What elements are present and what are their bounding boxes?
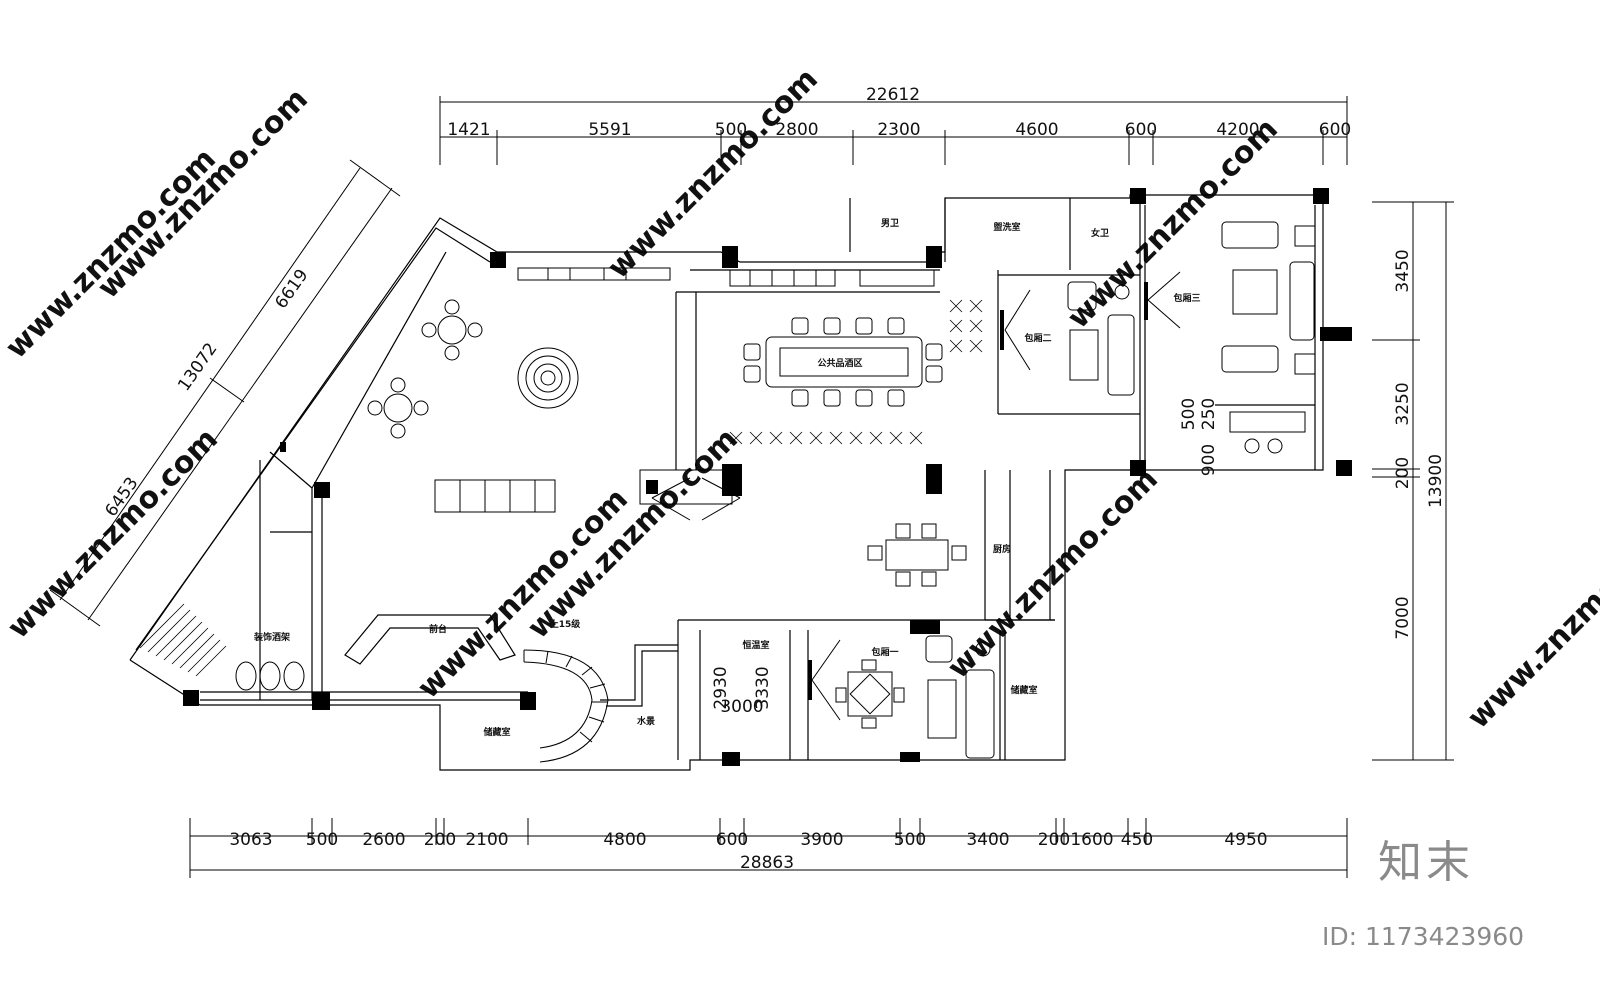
room-label-constant-temp-room: 恒温室 [742,639,769,651]
dim-bottom-label: 3063 [229,830,272,850]
dim-bottom-label: 4950 [1224,830,1267,850]
door-leaves [808,282,1148,700]
room-label-public-wine-area: 公共品酒区 [817,357,862,369]
dim-right-label: 3450 [1393,249,1413,292]
room-label-private-room-1: 包厢一 [870,646,898,658]
room-labels: 男卫 盥洗室 女卫 包厢二 包厢三 公共品酒区 厨房 前台 装饰酒架 上15级 … [253,218,1201,738]
dim-right-label: 200 [1393,457,1413,489]
room-label-private-room-2: 包厢二 [1023,332,1051,344]
dim-diag-label: 13072 [174,339,221,395]
dim-diag-label: 6619 [271,266,312,313]
room-label-front-desk: 前台 [429,623,447,635]
room-label-private-room-3: 包厢三 [1172,292,1200,304]
dim-bottom-total: 28863 [740,853,794,873]
dim-right-label: 7000 [1393,596,1413,639]
room-label-storage: 储藏室 [1010,684,1037,696]
dim-right-total: 13900 [1426,454,1446,508]
dim-bottom-label: 4800 [603,830,646,850]
dim-right-label: 3250 [1393,382,1413,425]
dim-inner-label: 2930 [711,666,731,709]
dim-top-label: 2300 [877,120,920,140]
wine-racks [434,267,935,513]
dim-bottom-label: 1600 [1070,830,1113,850]
room-label-washroom: 盥洗室 [993,221,1020,233]
dim-top-label: 500 [715,120,747,140]
dim-top-label: 4600 [1015,120,1058,140]
spiral-staircase [523,649,609,763]
brand-logo-text: 知末 [1378,837,1474,888]
watermark-text: www.znzmo.com [521,422,745,646]
room-label-storage: 储藏室 [483,726,510,738]
dim-inner-label: 3330 [753,666,773,709]
dimension-text: 22612 1421 5591 500 2800 2300 4600 600 4… [101,85,1446,873]
long-table-group [743,317,943,407]
dim-bottom-label: 2600 [362,830,405,850]
dim-top-label: 600 [1319,120,1351,140]
dim-top-label: 2800 [775,120,818,140]
dim-bottom-label: 500 [306,830,338,850]
dim-inner-label: 250 [1199,398,1219,430]
room-label-kitchen: 厨房 [993,543,1011,555]
dim-bottom-label: 200 [1038,830,1070,850]
private-room-furniture [235,221,1316,759]
dim-top-label: 4200 [1216,120,1259,140]
herringbone-floor [729,299,983,445]
dim-inner-label: 3000 [720,697,763,717]
watermark-text: www.znzmo.com [411,482,635,706]
room-label-mens-wc: 男卫 [881,218,899,229]
room-label-womens-wc: 女卫 [1091,227,1109,239]
room-label-water-feature: 水景 [637,715,655,727]
dim-top-total: 22612 [866,85,920,105]
dim-top-label: 1421 [447,120,490,140]
dim-bottom-label: 200 [424,830,456,850]
door-swings [651,271,1181,721]
watermark-text: www.znzmo.com [91,82,315,306]
room-label-stairs-up: 上15级 [550,618,582,630]
round-tables [367,299,579,439]
dim-top-label: 600 [1125,120,1157,140]
room-label-decor-wine-rack: 装饰酒架 [253,631,290,643]
dim-inner-label: 500 [1179,398,1199,430]
watermark-text: www.znzmo.com [1,422,225,646]
image-id-label: ID: 1173423960 [1322,922,1525,951]
dim-inner-label: 900 [1199,444,1219,476]
dining-table-right [867,523,967,587]
watermark-text: www.znzmo.com [0,142,223,366]
structural-columns [183,188,1352,766]
stair-hatch [139,603,227,677]
dim-bottom-label: 2100 [465,830,508,850]
dimension-lines [49,96,1454,878]
dim-bottom-label: 450 [1121,830,1153,850]
dim-bottom-label: 3400 [966,830,1009,850]
dim-bottom-label: 600 [716,830,748,850]
dim-top-label: 5591 [588,120,631,140]
watermark-text: www.znzmo.com [1461,512,1600,736]
dim-bottom-label: 3900 [800,830,843,850]
watermark-text: www.znzmo.com [941,462,1165,686]
dim-bottom-label: 500 [894,830,926,850]
